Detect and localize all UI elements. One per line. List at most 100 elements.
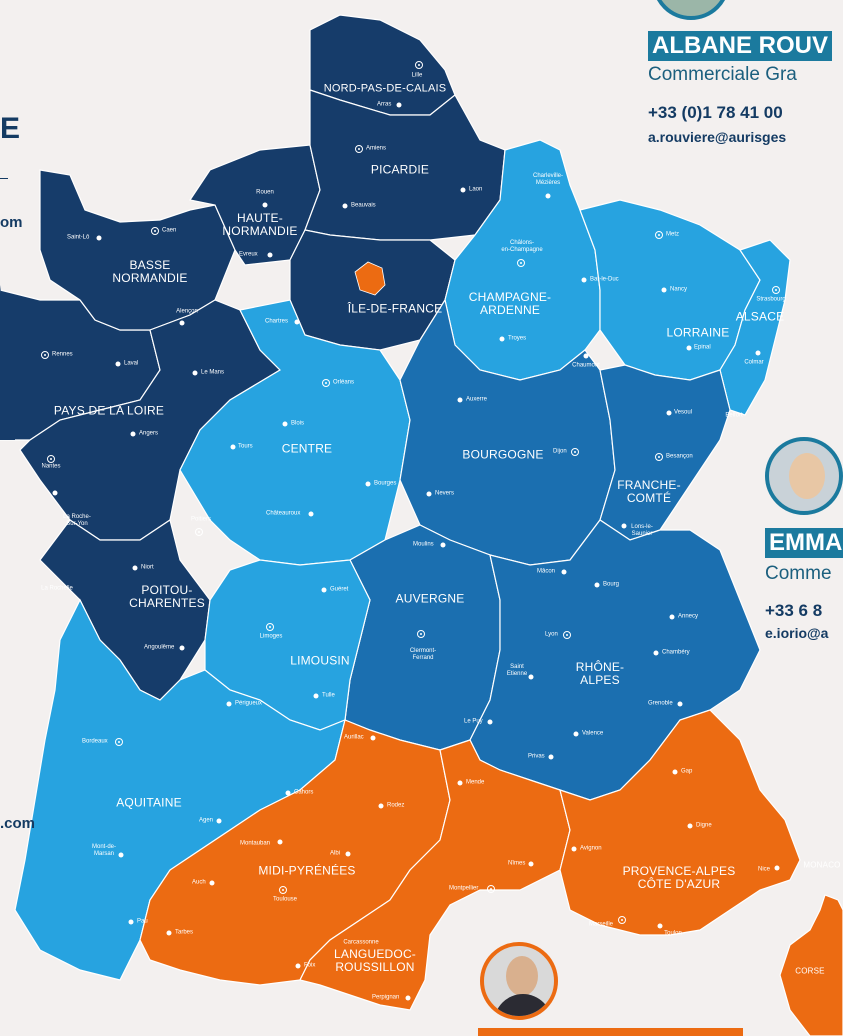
city-lons: Lons-le- Saunier: [631, 524, 653, 537]
city-lille: Lille: [411, 72, 423, 79]
city-dot: [262, 202, 268, 208]
city-dot: [774, 865, 780, 871]
city-rennes: Rennes: [52, 351, 73, 358]
city-beauvais: Beauvais: [351, 202, 376, 209]
prefecture-marker: [655, 231, 663, 239]
city-dot: [166, 930, 172, 936]
prefecture-marker: [517, 259, 525, 267]
prefecture-marker: [772, 286, 780, 294]
city-angers: Angers: [139, 430, 159, 437]
city-mont-de-marsan: Mont-de- Marsan: [91, 844, 117, 857]
city-nice: Nice: [758, 866, 771, 873]
city-dot: [342, 203, 348, 209]
city-alencon: Alençon: [176, 308, 198, 315]
city-dot: [672, 769, 678, 775]
region-shape-alsace: [719, 239, 791, 416]
prefecture-marker: [266, 623, 274, 631]
city-nantes: Nantes: [41, 463, 61, 470]
avatar-suit: [494, 994, 552, 1016]
city-laval: Laval: [124, 360, 139, 367]
contact-phone-albane[interactable]: +33 (0)1 78 41 00: [648, 103, 783, 122]
city-dot: [128, 919, 134, 925]
city-dot: [345, 851, 351, 857]
city-angouleme: Angoulême: [144, 644, 175, 651]
city-macon: Mâcon: [537, 568, 556, 575]
city-dot: [573, 731, 579, 737]
city-auch: Auch: [192, 879, 206, 886]
prefecture-marker: [655, 453, 663, 461]
city-dot: [370, 735, 376, 741]
city-caen: Caen: [162, 227, 177, 234]
city-orleans: Orléans: [333, 379, 355, 386]
city-le-mans: Le Mans: [201, 369, 225, 376]
city-dot: [487, 719, 493, 725]
avatar-emma: [765, 437, 843, 515]
city-dot: [677, 701, 683, 707]
city-dot: [548, 754, 554, 760]
city-dot: [308, 511, 314, 517]
prefecture-marker: [47, 455, 55, 463]
city-saint-etienne: Saint Etienne: [506, 664, 528, 677]
city-dot: [396, 102, 402, 108]
city-dot: [130, 431, 136, 437]
bottom-contact-name-bar: [478, 1028, 743, 1036]
city-gueret: Guéret: [330, 586, 349, 593]
city-dot: [118, 852, 124, 858]
prefecture-marker: [417, 630, 425, 638]
region-shape-corse: [779, 894, 843, 1036]
city-dot: [378, 803, 384, 809]
city-strasbourg: Strasbourg: [756, 296, 786, 303]
city-blois: Blois: [291, 420, 305, 427]
prefecture-marker: [41, 351, 49, 359]
city-annecy: Annecy: [678, 613, 699, 620]
prefecture-marker: [571, 448, 579, 456]
city-dot: [561, 569, 567, 575]
city-agen: Agen: [199, 817, 214, 824]
city-chambery: Chambéry: [662, 649, 690, 656]
contact-name-albane: ALBANE ROUV: [648, 31, 833, 61]
contact-phone-emma[interactable]: +33 6 8: [765, 601, 823, 620]
city-rouen: Rouen: [256, 189, 274, 196]
city-dot: [571, 846, 577, 852]
city-dot: [583, 353, 589, 359]
city-dot: [457, 397, 463, 403]
left-email-fragment-2: .com: [0, 815, 36, 832]
city-cahors: Cahors: [294, 789, 314, 796]
city-dot: [686, 345, 692, 351]
city-grenoble: Grenoble: [648, 700, 673, 707]
city-arras: Arras: [377, 101, 392, 108]
contact-role-emma: Comme: [765, 563, 832, 584]
city-dot: [277, 839, 283, 845]
city-dot: [426, 491, 432, 497]
city-lyon: Lyon: [545, 631, 558, 638]
city-bordeaux: Bordeaux: [82, 738, 108, 745]
city-dot: [209, 880, 215, 886]
region-shape-languedoc: [299, 739, 571, 1011]
city-valence: Valence: [582, 730, 604, 737]
contact-email-emma[interactable]: e.iorio@a: [765, 625, 829, 641]
prefecture-marker: [279, 886, 287, 894]
city-saint-lo: Saint-Lô: [67, 234, 90, 241]
city-besancon: Besançon: [666, 453, 693, 460]
avatar-bottom-contact: [480, 942, 558, 1020]
city-chateauroux: Châteauroux: [266, 510, 301, 517]
city-tulle: Tulle: [322, 692, 335, 699]
city-auxerre: Auxerre: [466, 396, 488, 403]
contact-name-emma: EMMA: [765, 528, 843, 558]
left-email-fragment: om: [0, 214, 23, 231]
city-bourges: Bourges: [374, 480, 397, 487]
city-dot: [295, 963, 301, 969]
city-poitiers: Poitiers: [190, 516, 212, 523]
city-dot: [499, 336, 505, 342]
city-evreux: Evreux: [239, 251, 258, 258]
city-clermont: Clermont- Ferrand: [409, 648, 437, 661]
prefecture-marker: [355, 145, 363, 153]
city-bar-le-duc: Bar-le-Duc: [590, 276, 619, 283]
city-albi: Albi: [330, 850, 341, 857]
contact-email-albane[interactable]: a.rouviere@aurisges: [648, 129, 787, 145]
city-dot: [115, 361, 121, 367]
city-dot: [581, 277, 587, 283]
city-dot: [653, 650, 659, 656]
left-divider: [0, 178, 8, 179]
